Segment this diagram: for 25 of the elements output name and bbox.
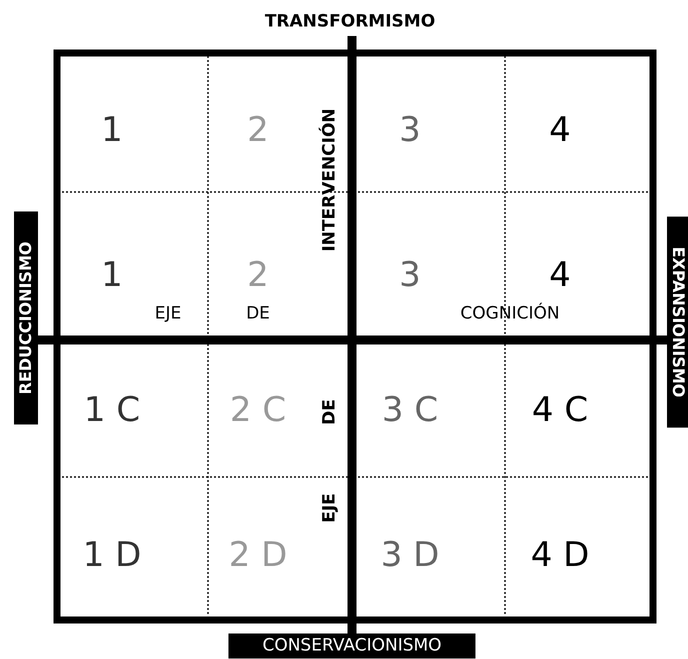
grid-cell-label: 1 C	[84, 393, 140, 427]
grid-cell-label: 2	[247, 258, 269, 292]
grid-cell-label: 3	[399, 258, 421, 292]
grid-cell-label: 1	[101, 113, 123, 147]
axis-title: INTERVENCIÓN	[322, 108, 338, 252]
axis-pole-label: EXPANSIONISMO	[667, 216, 688, 428]
axis-title: DE	[322, 399, 338, 425]
grid-cell-label: 4 C	[532, 393, 588, 427]
grid-cell-label: 4	[549, 113, 571, 147]
axis-pole-label: TRANSFORMISMO	[264, 14, 436, 30]
grid-cell-label: 3	[399, 113, 421, 147]
grid-cell-label: 1 D	[82, 538, 142, 572]
grid-cell-label: 4	[549, 258, 571, 292]
grid-cell-label: 2	[247, 113, 269, 147]
axis-title: DE	[246, 306, 270, 322]
axis-pole-label: CONSERVACIONISMO	[228, 634, 476, 658]
grid-cell-label: 2 D	[228, 538, 288, 572]
grid-cell-label: 1	[101, 258, 123, 292]
axis-title: EJE	[154, 306, 182, 322]
grid-cell-label: 2 C	[230, 393, 286, 427]
axis-pole-label: REDUCCIONISMO	[14, 212, 38, 424]
grid-cell-label: 4 D	[530, 538, 590, 572]
grid-cell-label: 3 C	[382, 393, 438, 427]
axis-title: EJE	[322, 493, 338, 523]
grid-cell-label: 3 D	[380, 538, 440, 572]
